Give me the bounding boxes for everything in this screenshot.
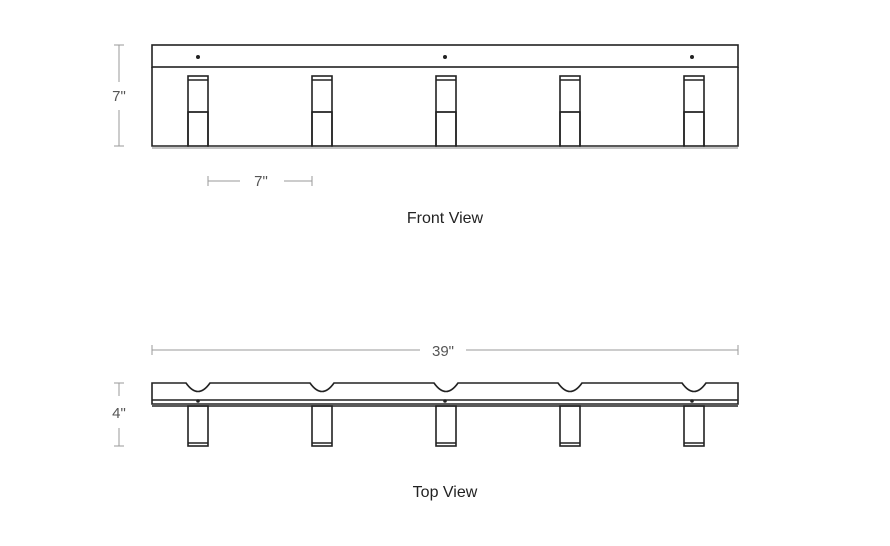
top-view-caption: Top View [413,484,478,501]
top-view: 39" [112,343,739,501]
front-hook-5 [683,55,705,147]
front-hook-4 [559,75,581,147]
top-hook-2 [311,405,333,447]
front-spacing-label: 7" [254,173,268,190]
front-hook-3 [435,55,457,147]
front-height-label: 7" [112,88,126,105]
front-height-dimension: 7" [112,44,126,147]
front-hook-1 [187,55,209,147]
top-width-dimension: 39" [151,343,739,360]
front-view: 7" 7" Front View [112,44,739,227]
top-depth-label: 4" [112,405,126,422]
top-hook-1 [187,399,209,447]
top-hook-3 [435,399,457,447]
top-depth-dimension: 4" [112,382,126,447]
front-top-rail [151,44,739,68]
top-hook-5 [683,399,705,447]
front-view-caption: Front View [407,210,484,227]
front-hook-2 [311,75,333,147]
top-shelf-outline [151,382,739,405]
front-spacing-dimension: 7" [207,173,313,190]
front-body-outline [151,67,739,147]
top-hook-4 [559,405,581,447]
top-width-label: 39" [432,343,454,360]
